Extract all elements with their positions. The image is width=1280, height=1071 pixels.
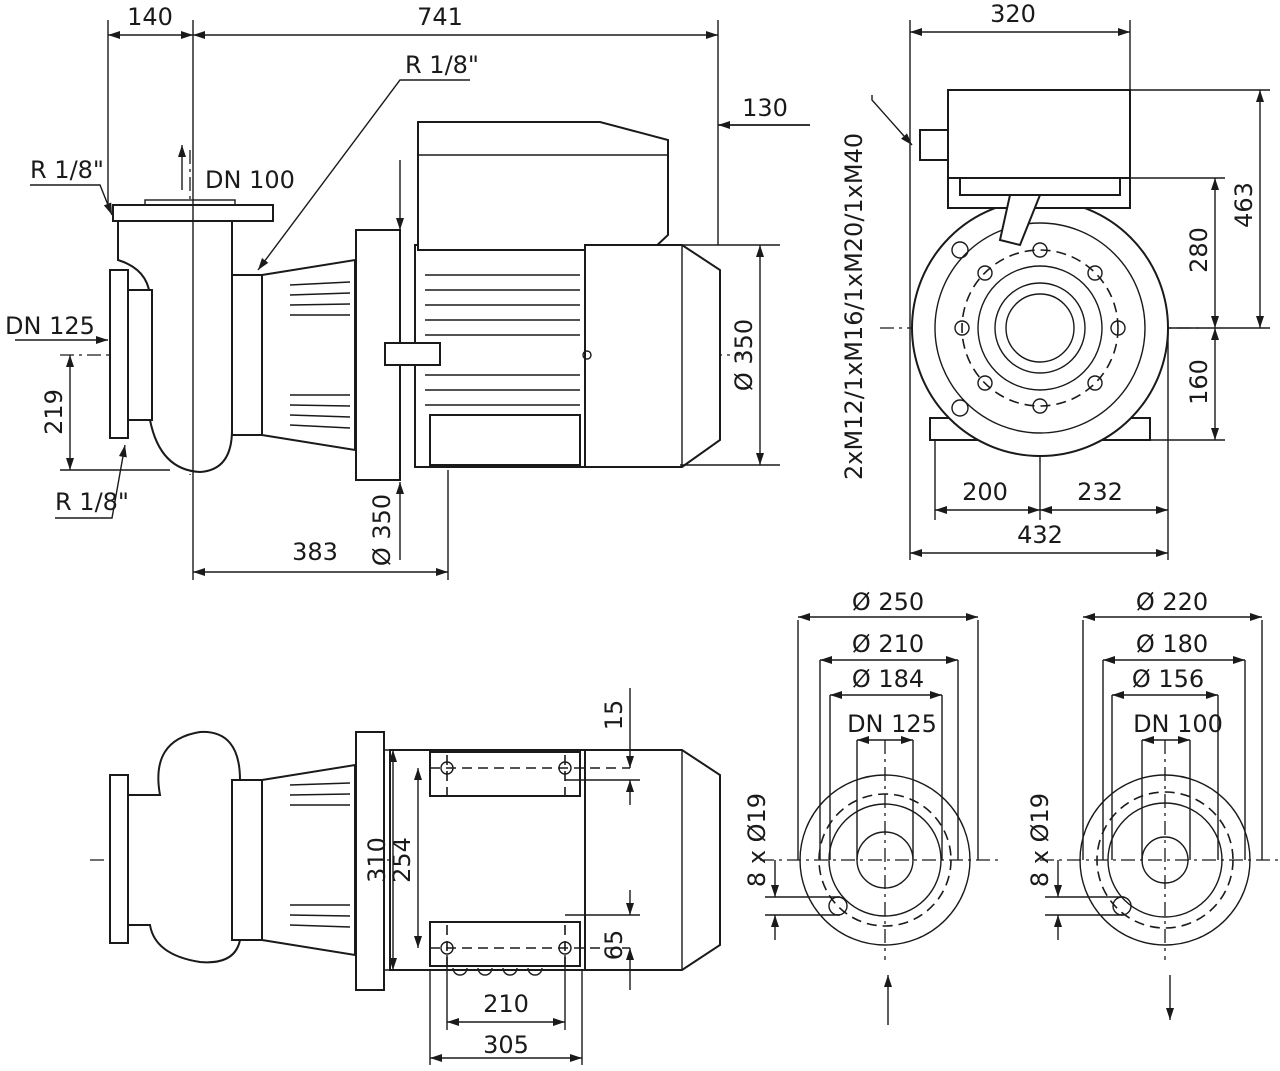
- dim-310: 310: [363, 837, 391, 883]
- end-view: 320 463 280 160 200 232 432 2xM12/1xM16/…: [840, 0, 1270, 560]
- motor-end-circle: [911, 199, 1169, 457]
- outlet-d-outer: Ø 220: [1136, 588, 1208, 616]
- motor-foot: [429, 414, 581, 466]
- inlet-holes: 8 x Ø19: [743, 793, 771, 887]
- cable-gland: [919, 129, 949, 161]
- inlet-d-seal: Ø 184: [852, 665, 924, 693]
- fan-cover: [584, 244, 721, 468]
- r-1-8-left: R 1/8": [30, 156, 104, 184]
- dim-160: 160: [1185, 359, 1213, 405]
- top-view: 310 254 15 65 210 305: [90, 688, 721, 1065]
- pump-volute: [117, 220, 233, 474]
- dim-463: 463: [1230, 182, 1258, 228]
- r-1-8-top: R 1/8": [405, 51, 479, 79]
- dim-15: 15: [600, 700, 628, 731]
- dim-741: 741: [417, 3, 463, 31]
- dia-350-flange: Ø 350: [368, 494, 396, 566]
- outlet-d-bolt: Ø 180: [1136, 630, 1208, 658]
- inlet-flange-detail: Ø 250 Ø 210 Ø 184 DN 125 8 x Ø19: [743, 588, 1000, 1025]
- dim-65: 65: [600, 930, 628, 961]
- pump-volute-top: [127, 730, 241, 964]
- bolt-hole: [828, 896, 848, 916]
- dia-350-motor: Ø 350: [730, 319, 758, 391]
- dim-305: 305: [483, 1031, 529, 1059]
- dim-140: 140: [127, 3, 173, 31]
- motor-bracket: [261, 258, 356, 452]
- dim-254: 254: [388, 837, 416, 883]
- dim-130: 130: [742, 94, 788, 122]
- cable-gland-label: 2xM12/1xM16/1xM20/1xM40: [840, 133, 868, 480]
- inlet-dn: DN 125: [847, 710, 937, 738]
- dim-383: 383: [292, 538, 338, 566]
- dim-320: 320: [990, 0, 1036, 28]
- outlet-dn: DN 100: [1133, 710, 1223, 738]
- side-view: 140 741 130 219 383 Ø 350 Ø 350 DN 100 D…: [5, 3, 810, 580]
- dn-inlet-label: DN 125: [5, 312, 95, 340]
- terminal-box: [417, 121, 669, 251]
- dim-219: 219: [40, 389, 68, 435]
- terminal-box-end: [947, 89, 1131, 179]
- inlet-d-bolt: Ø 210: [852, 630, 924, 658]
- dim-210: 210: [483, 990, 529, 1018]
- outlet-flange-detail: Ø 220 Ø 180 Ø 156 DN 100 8 x Ø19: [1026, 588, 1280, 1020]
- inlet-flange: [109, 269, 129, 439]
- dim-232: 232: [1077, 478, 1123, 506]
- dn-outlet-label: DN 100: [205, 166, 295, 194]
- outlet-d-seal: Ø 156: [1132, 665, 1204, 693]
- lantern: [231, 274, 263, 436]
- dim-432: 432: [1017, 521, 1063, 549]
- outlet-holes: 8 x Ø19: [1026, 793, 1054, 887]
- dim-280: 280: [1185, 227, 1213, 273]
- inlet-d-outer: Ø 250: [852, 588, 924, 616]
- motor-flange-top: [355, 731, 385, 991]
- r-1-8-bottom: R 1/8": [55, 488, 129, 516]
- dim-200: 200: [962, 478, 1008, 506]
- inlet-flange-top: [109, 774, 129, 944]
